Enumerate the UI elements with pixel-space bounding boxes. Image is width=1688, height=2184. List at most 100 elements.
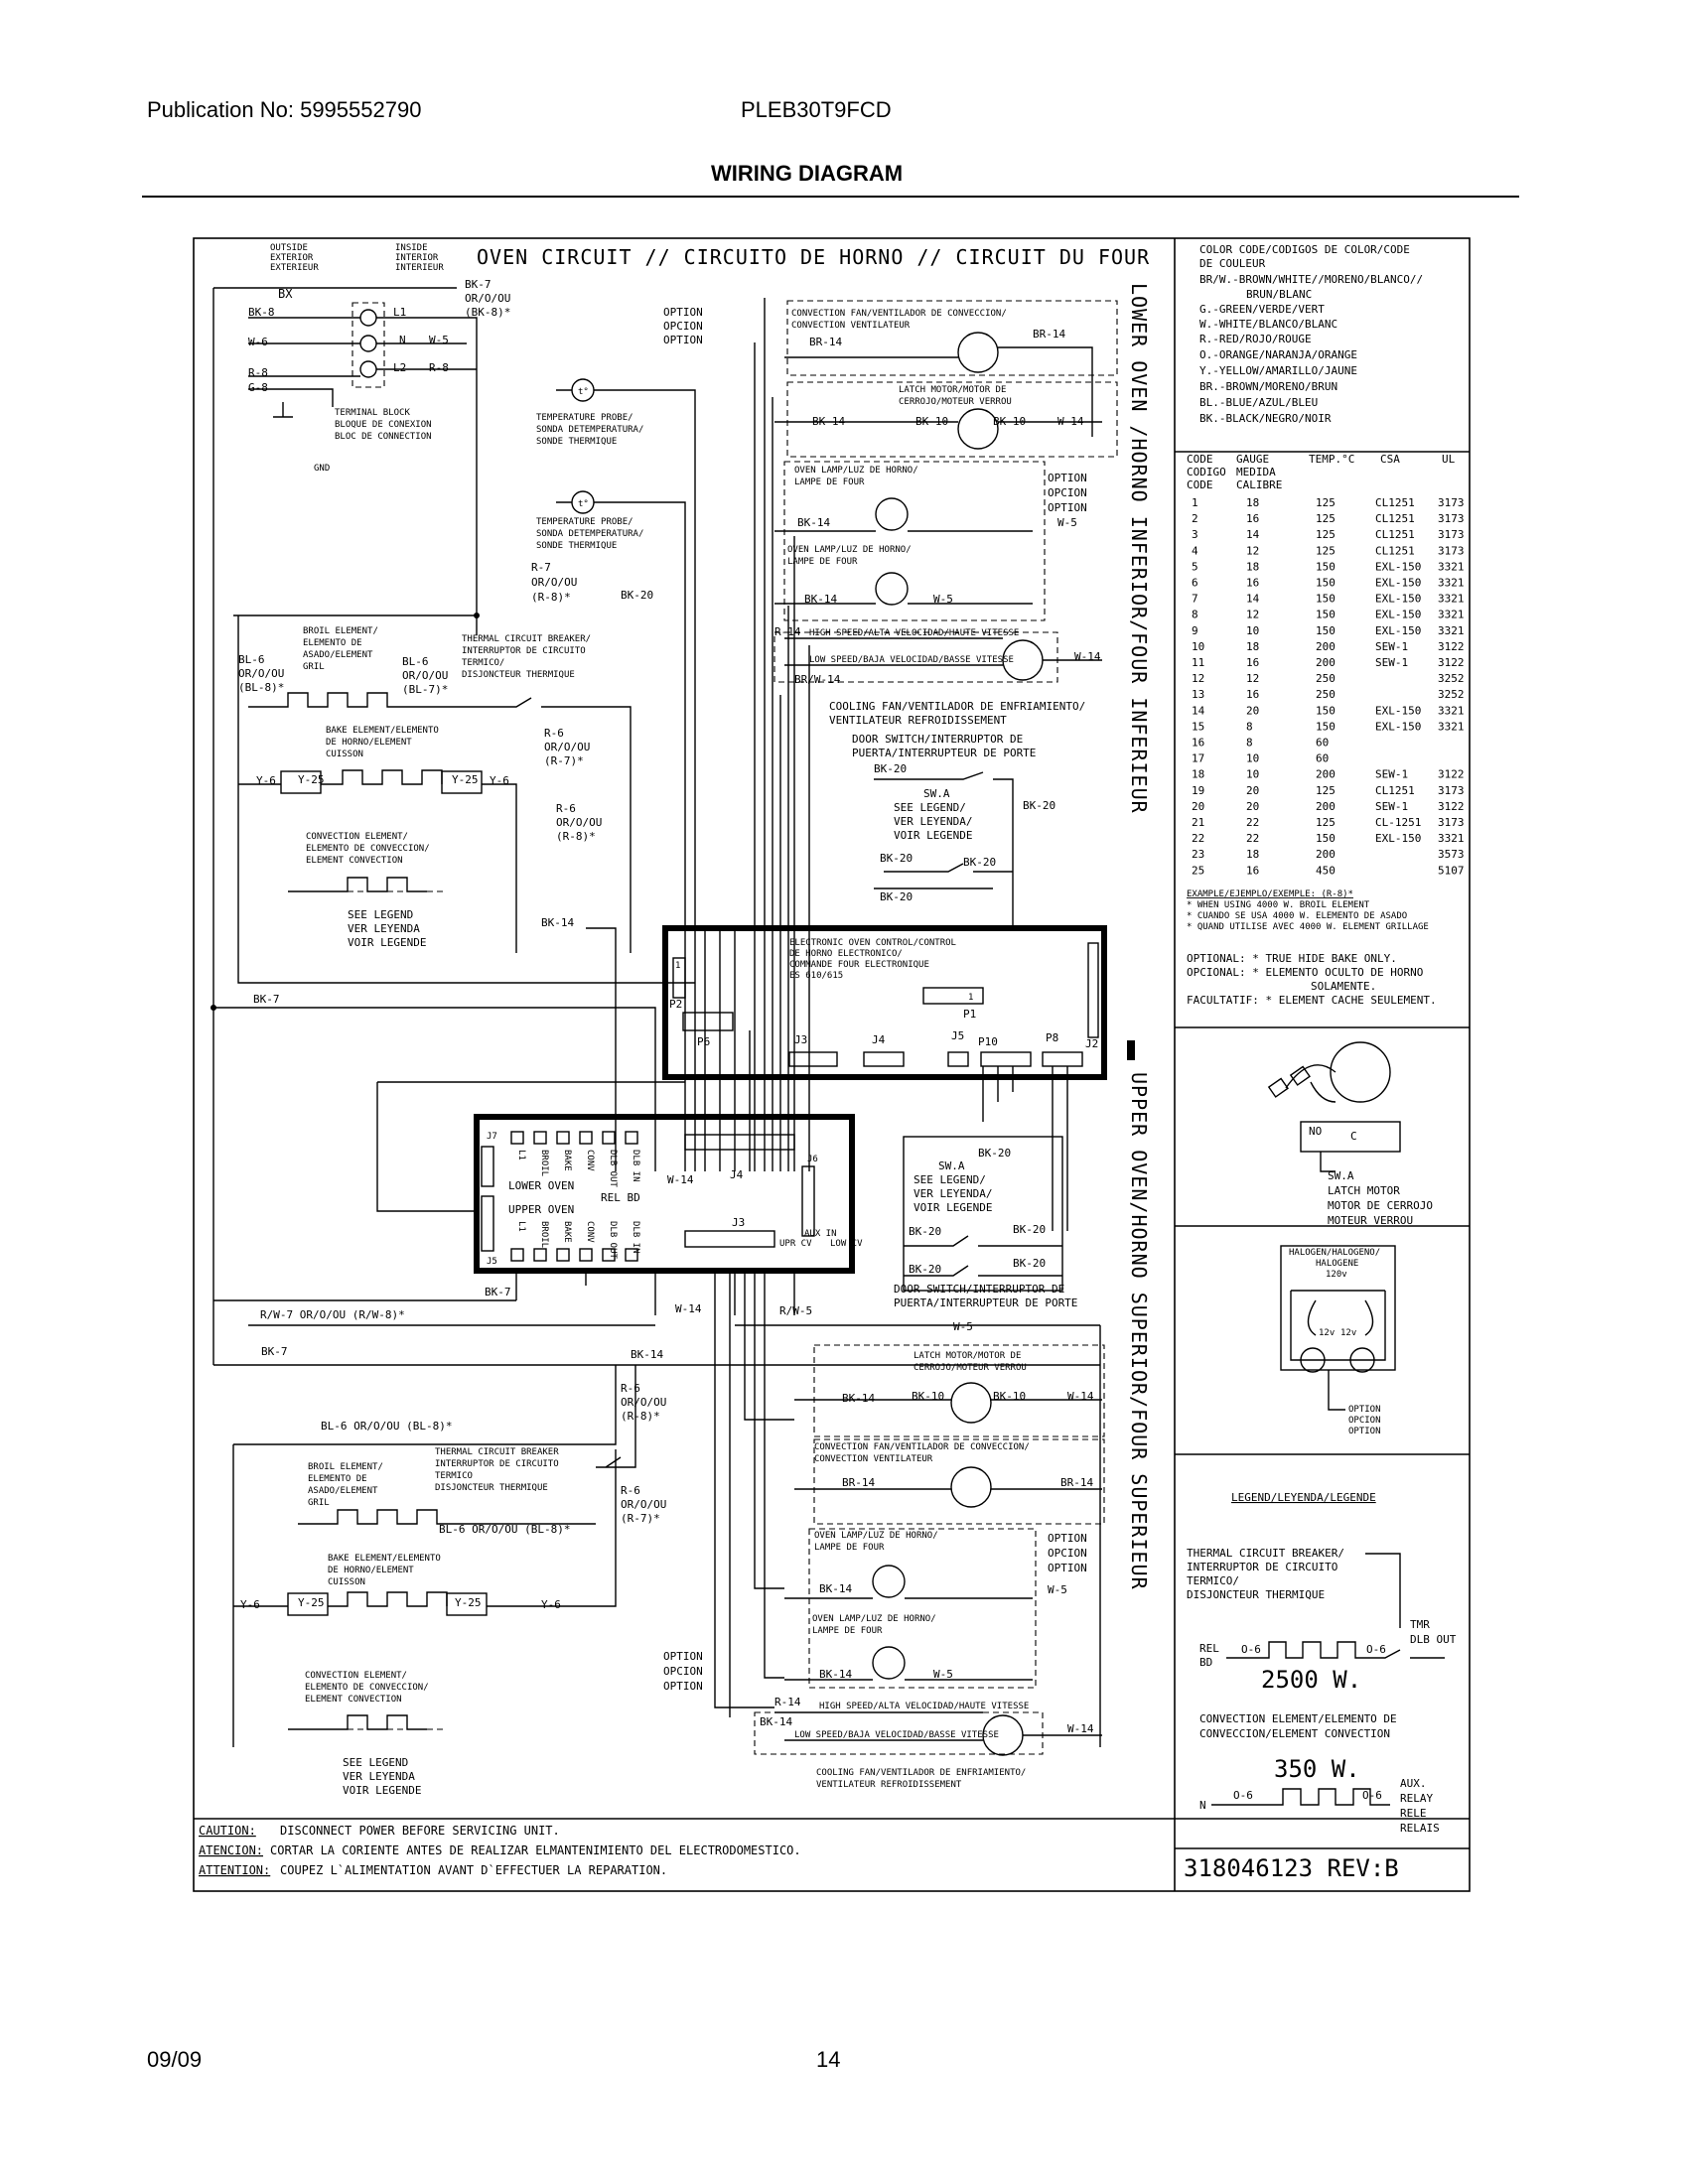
svg-text:CSA: CSA: [1380, 453, 1400, 466]
svg-text:1: 1: [675, 961, 680, 971]
svg-text:OPTION: OPTION: [1348, 1405, 1381, 1415]
svg-text:LEGEND/LEYENDA/LEGENDE: LEGEND/LEYENDA/LEGENDE: [1231, 1491, 1376, 1504]
svg-text:BK-14: BK-14: [819, 1582, 852, 1595]
gauge-table-cell: 3122: [1438, 768, 1465, 781]
svg-text:R/W-7 OR/O/OU (R/W-8)*: R/W-7 OR/O/OU (R/W-8)*: [260, 1308, 405, 1321]
svg-text:UPPER OVEN: UPPER OVEN: [508, 1203, 574, 1216]
gauge-table-cell: 150: [1316, 560, 1336, 573]
svg-text:TERMICO/: TERMICO/: [462, 658, 504, 668]
svg-text:LOW SPEED/BAJA VELOCIDAD/BASSE: LOW SPEED/BAJA VELOCIDAD/BASSE VITESSE: [809, 655, 1014, 665]
svg-text:G-8: G-8: [248, 381, 268, 394]
svg-text:BK-14: BK-14: [819, 1668, 852, 1681]
svg-text:PUERTA/INTERRUPTEUR DE PORTE: PUERTA/INTERRUPTEUR DE PORTE: [852, 747, 1036, 759]
model-number: PLEB30T9FCD: [741, 97, 892, 122]
gauge-table-cell: 150: [1316, 609, 1336, 621]
upper-cooling-fan: R-14 HIGH SPEED/ALTA VELOCIDAD/HAUTE VIT…: [754, 1696, 1102, 1790]
gauge-table-cell: 3: [1192, 528, 1198, 541]
svg-text:TERMINAL BLOCK: TERMINAL BLOCK: [335, 408, 410, 418]
svg-text:BL-6 OR/O/OU (BL-8)*: BL-6 OR/O/OU (BL-8)*: [321, 1420, 452, 1433]
gauge-table-cell: 25: [1192, 864, 1204, 877]
svg-text:VER LEYENDA: VER LEYENDA: [348, 922, 420, 935]
gauge-table-cell: 17: [1192, 752, 1204, 765]
svg-text:VENTILATEUR REFROIDISSEMENT: VENTILATEUR REFROIDISSEMENT: [829, 714, 1007, 727]
svg-text:R-14: R-14: [774, 1696, 801, 1708]
page-title: WIRING DIAGRAM: [711, 161, 904, 186]
svg-text:OR/O/OU: OR/O/OU: [465, 292, 510, 305]
gauge-table-cell: 200: [1316, 848, 1336, 861]
upper-door-switch: BK-20 SW.A SEE LEGEND/ VER LEYENDA/ VOIR…: [735, 1136, 1100, 1333]
svg-text:120v: 120v: [1326, 1270, 1347, 1280]
svg-text:(BK-8)*: (BK-8)*: [465, 306, 510, 319]
svg-text:Y-25: Y-25: [452, 773, 479, 786]
gauge-table-cell: 200: [1316, 800, 1336, 813]
gauge-table-cell: 9: [1192, 624, 1198, 637]
gauge-table-cell: CL1251: [1375, 544, 1415, 557]
gauge-table-cell: 10: [1246, 624, 1259, 637]
svg-text:BK-20: BK-20: [880, 852, 913, 865]
svg-text:ASADO/ELEMENT: ASADO/ELEMENT: [308, 1486, 378, 1496]
svg-text:OPTION: OPTION: [1048, 501, 1087, 514]
gauge-table-cell: 150: [1316, 593, 1336, 606]
svg-text:L1: L1: [516, 1221, 526, 1232]
svg-text:J5: J5: [487, 1257, 497, 1267]
svg-text:OR/O/OU: OR/O/OU: [621, 1498, 666, 1511]
svg-text:VENTILATEUR REFROIDISSEMENT: VENTILATEUR REFROIDISSEMENT: [816, 1780, 962, 1790]
svg-text:DISCONNECT POWER BEFORE SERVIC: DISCONNECT POWER BEFORE SERVICING UNIT.: [280, 1824, 560, 1838]
svg-text:(R-7)*: (R-7)*: [621, 1512, 660, 1525]
latch-motor-detail: NO C SW.A LATCH MOTOR MOTOR DE CERROJO M…: [1267, 1041, 1433, 1227]
svg-text:CALIBRE: CALIBRE: [1236, 478, 1282, 491]
svg-text:BK-20: BK-20: [963, 856, 996, 869]
svg-text:W-14: W-14: [1074, 650, 1101, 663]
svg-text:CERROJO/MOTEUR VERROU: CERROJO/MOTEUR VERROU: [914, 1363, 1027, 1373]
svg-text:HIGH SPEED/ALTA VELOCIDAD/HAUT: HIGH SPEED/ALTA VELOCIDAD/HAUTE VITESSE: [819, 1702, 1029, 1711]
svg-text:DE HORNO/ELEMENT: DE HORNO/ELEMENT: [326, 738, 412, 748]
svg-text:* WHEN USING 4000 W. BROIL ELE: * WHEN USING 4000 W. BROIL ELEMENT: [1187, 900, 1370, 910]
gauge-table-cell: 150: [1316, 704, 1336, 717]
gauge-table-cell: 12: [1246, 672, 1259, 685]
svg-text:BROIL: BROIL: [539, 1150, 549, 1176]
gauge-table-cell: 60: [1316, 737, 1329, 750]
svg-text:VER LEYENDA: VER LEYENDA: [343, 1770, 415, 1783]
svg-text:W-14: W-14: [1067, 1390, 1094, 1403]
svg-text:L1: L1: [393, 306, 406, 319]
gauge-table-cell: 250: [1316, 688, 1336, 701]
svg-text:VER LEYENDA/: VER LEYENDA/: [914, 1187, 992, 1200]
svg-text:Y-6: Y-6: [490, 774, 509, 787]
svg-text:Y-6: Y-6: [240, 1598, 260, 1611]
svg-text:(R-8)*: (R-8)*: [556, 830, 596, 843]
gauge-table-cell: 150: [1316, 832, 1336, 845]
gauge-table-cell: 200: [1316, 640, 1336, 653]
gauge-table-cell: 125: [1316, 816, 1336, 829]
svg-text:CERROJO/MOTEUR VERROU: CERROJO/MOTEUR VERROU: [899, 397, 1012, 407]
svg-text:BRUN/BLANC: BRUN/BLANC: [1246, 288, 1312, 301]
page-number: 14: [816, 2047, 841, 2072]
svg-text:RELAIS: RELAIS: [1400, 1822, 1440, 1835]
gauge-table-cell: 12: [1246, 609, 1259, 621]
svg-text:CODE: CODE: [1187, 453, 1213, 466]
svg-text:THERMAL CIRCUIT BREAKER: THERMAL CIRCUIT BREAKER: [435, 1447, 559, 1457]
svg-text:CONVECTION VENTILATEUR: CONVECTION VENTILATEUR: [791, 321, 911, 331]
svg-text:INSIDE: INSIDE: [395, 243, 428, 253]
svg-text:BD: BD: [1199, 1656, 1212, 1669]
svg-text:W-5: W-5: [953, 1320, 973, 1333]
svg-text:OPTION: OPTION: [1048, 1562, 1087, 1574]
gauge-table-cell: 16: [1192, 737, 1204, 750]
gauge-table-cell: CL1251: [1375, 496, 1415, 509]
svg-text:OR/O/OU: OR/O/OU: [621, 1396, 666, 1409]
svg-text:GAUGE: GAUGE: [1236, 453, 1269, 466]
svg-text:J7: J7: [487, 1132, 497, 1142]
gauge-table-cell: 14: [1192, 704, 1205, 717]
footer-date: 09/09: [147, 2047, 203, 2072]
lower-oven-title: LOWER OVEN /HORNO INFERIOR/FOUR INFERIEU…: [1127, 283, 1151, 814]
svg-text:W-14: W-14: [675, 1302, 702, 1315]
gauge-table-cell: 19: [1192, 784, 1204, 797]
svg-text:R-8: R-8: [248, 366, 268, 379]
svg-text:OVEN LAMP/LUZ DE HORNO/: OVEN LAMP/LUZ DE HORNO/: [787, 545, 912, 555]
gauge-table-cell: 3321: [1438, 593, 1465, 606]
svg-text:W-14: W-14: [667, 1173, 694, 1186]
svg-text:OR/O/OU: OR/O/OU: [556, 816, 602, 829]
gauge-table-cell: 3173: [1438, 528, 1465, 541]
svg-text:O-6: O-6: [1241, 1643, 1261, 1656]
gauge-table-cell: 16: [1246, 512, 1259, 525]
